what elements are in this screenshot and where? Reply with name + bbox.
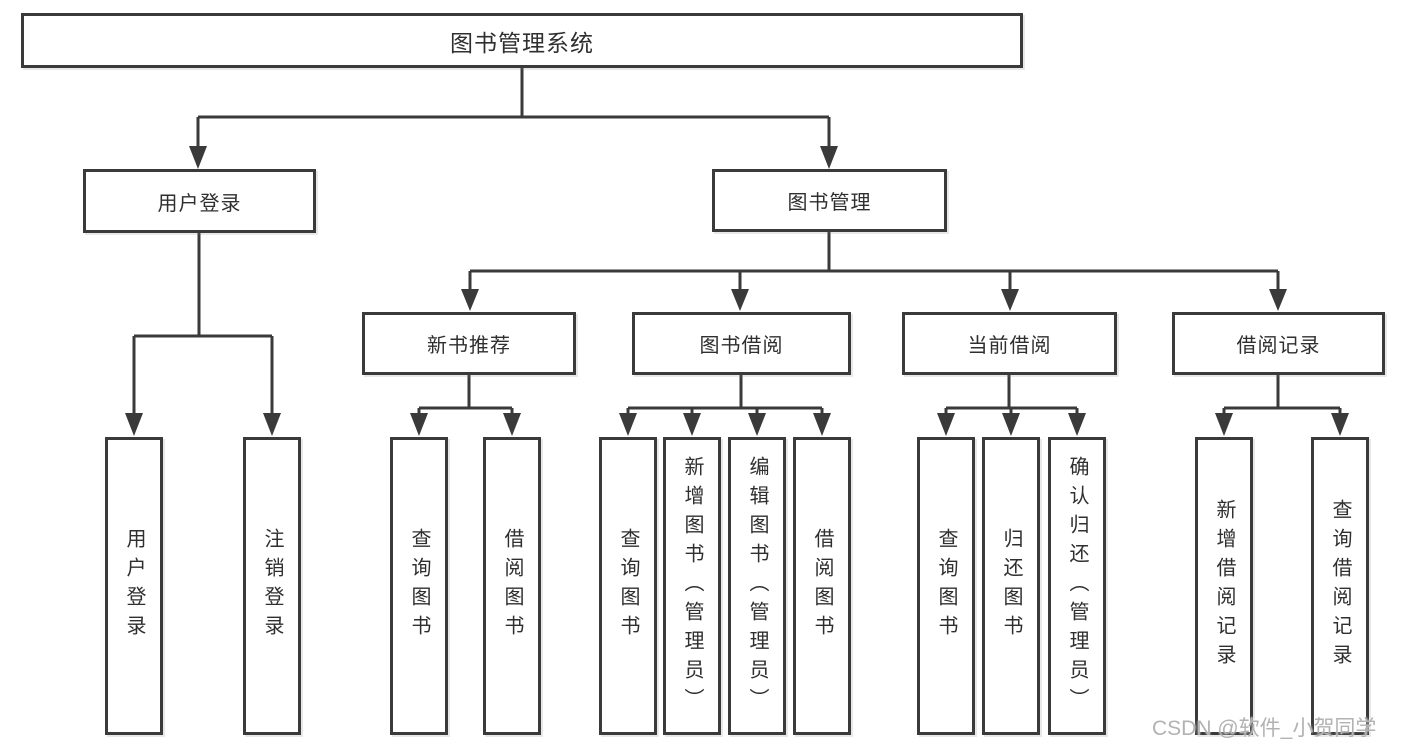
watermark: CSDN @软件_小贺同学 — [1152, 717, 1377, 740]
node-user-login-label: 用户登录 — [157, 192, 242, 215]
leaf-borrow-books-borrow: 借阅图书 — [793, 437, 851, 735]
node-book-management: 图书管理 — [712, 169, 947, 232]
connector-current-borrow-children — [937, 375, 1086, 436]
leaf-query-books-current-label: 查询图书 — [935, 528, 957, 644]
connector-root-to-level2 — [189, 68, 838, 169]
leaf-confirm-return-admin-label: 确认归还（管理员） — [1066, 455, 1088, 717]
node-borrow-records-label: 借阅记录 — [1236, 335, 1321, 357]
leaf-query-books-borrow-label: 查询图书 — [617, 528, 639, 644]
leaf-user-login-label: 用户登录 — [123, 528, 145, 644]
connector-book-management-children — [461, 232, 1287, 311]
leaf-borrow-books-borrow-label: 借阅图书 — [811, 528, 833, 644]
leaf-add-book-admin-label: 新增图书（管理员） — [681, 455, 703, 717]
node-root: 图书管理系统 — [21, 13, 1023, 68]
node-current-borrow: 当前借阅 — [902, 312, 1117, 375]
leaf-logout-label: 注销登录 — [261, 528, 283, 644]
leaf-add-borrow-record: 新增借阅记录 — [1195, 437, 1253, 735]
leaf-query-books-recommend-label: 查询图书 — [408, 528, 430, 644]
node-book-management-label: 图书管理 — [787, 192, 872, 214]
leaf-confirm-return-admin: 确认归还（管理员） — [1048, 437, 1106, 735]
node-user-login: 用户登录 — [83, 169, 316, 233]
leaf-user-login: 用户登录 — [105, 437, 163, 735]
leaf-logout: 注销登录 — [243, 437, 301, 735]
connector-new-book-recommend-children — [410, 375, 521, 436]
node-root-label: 图书管理系统 — [450, 29, 594, 56]
node-new-book-recommend-label: 新书推荐 — [427, 335, 511, 357]
leaf-add-book-admin: 新增图书（管理员） — [663, 437, 721, 735]
connector-user-login-children — [125, 233, 281, 436]
connector-book-borrow-children — [619, 375, 831, 436]
leaf-query-books-recommend: 查询图书 — [390, 437, 448, 735]
leaf-add-borrow-record-label: 新增借阅记录 — [1213, 499, 1235, 673]
node-current-borrow-label: 当前借阅 — [967, 335, 1052, 357]
connector-borrow-records-children — [1215, 375, 1349, 436]
leaf-borrow-books-recommend: 借阅图书 — [483, 437, 541, 735]
leaf-edit-book-admin-label: 编辑图书（管理员） — [746, 455, 768, 717]
leaf-edit-book-admin: 编辑图书（管理员） — [728, 437, 786, 735]
leaf-query-borrow-record-label: 查询借阅记录 — [1329, 499, 1351, 673]
leaf-query-books-borrow: 查询图书 — [599, 437, 657, 735]
leaf-query-borrow-record: 查询借阅记录 — [1311, 437, 1369, 735]
node-book-borrow: 图书借阅 — [632, 312, 851, 375]
node-new-book-recommend: 新书推荐 — [362, 312, 576, 375]
node-borrow-records: 借阅记录 — [1172, 312, 1385, 375]
leaf-return-book: 归还图书 — [982, 437, 1040, 735]
leaf-borrow-books-recommend-label: 借阅图书 — [501, 528, 523, 644]
leaf-query-books-current: 查询图书 — [917, 437, 975, 735]
node-book-borrow-label: 图书借阅 — [699, 335, 784, 357]
leaf-return-book-label: 归还图书 — [1000, 528, 1022, 644]
